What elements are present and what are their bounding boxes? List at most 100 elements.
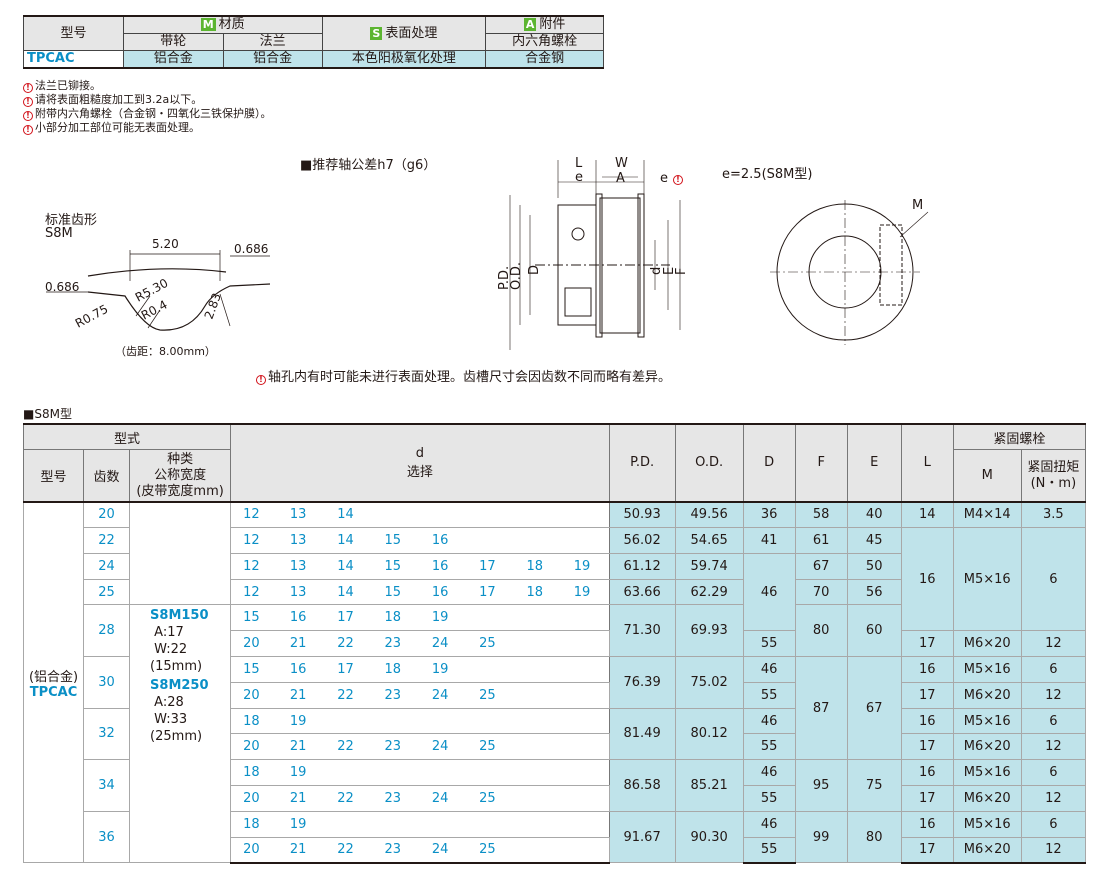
pd-cell: 50.93 — [608, 500, 676, 529]
D-cell: 55 — [742, 785, 796, 812]
tolerance-note: ■推荐轴公差h7（g6） — [300, 158, 437, 173]
pd-cell: 56.02 — [608, 527, 676, 554]
d-option: 23 — [372, 836, 420, 864]
pd-cell: 71.30 — [608, 604, 676, 658]
d-option: 19 — [277, 759, 326, 787]
M-cell: M6×20 — [952, 630, 1022, 658]
d-option: 25 — [467, 836, 515, 864]
dim-W: W — [615, 156, 628, 171]
d-option: 15 — [372, 527, 420, 554]
D-header: D — [742, 423, 796, 503]
d-option: 21 — [277, 681, 326, 709]
d-option: 19 — [277, 707, 326, 735]
E-cell: 50 — [846, 552, 902, 580]
d-option: 17 — [325, 604, 373, 632]
teeth-cell: 22 — [83, 527, 131, 554]
d-option: 14 — [325, 527, 373, 554]
d-option: 16 — [277, 656, 326, 683]
E-header: E — [846, 423, 902, 503]
F-cell: 87 — [794, 656, 848, 761]
L-cell: 17 — [900, 785, 954, 812]
d-option — [561, 810, 610, 838]
note-item: !附带内六角螺栓（合金钢・四氧化三铁保护膜）。 — [23, 107, 272, 121]
d-option — [514, 836, 562, 864]
d-option: 23 — [372, 733, 420, 761]
flange-header: 法兰 — [222, 33, 323, 51]
warning-icon: ! — [23, 125, 33, 135]
M-cell: M5×16 — [952, 810, 1022, 838]
note-item: !请将表面粗糙度加工到3.2a以下。 — [23, 93, 272, 107]
d-option — [561, 836, 610, 864]
torque-cell: 3.5 — [1020, 500, 1087, 529]
L-cell: 17 — [900, 836, 954, 864]
d-option — [372, 707, 420, 735]
d-option — [419, 759, 468, 787]
d-option — [561, 733, 610, 761]
F-header: F — [794, 423, 848, 503]
teeth-header: 齿数 — [83, 449, 131, 503]
L-cell: 16 — [900, 759, 954, 787]
dim-e2: e — [660, 171, 668, 186]
d-option — [467, 707, 515, 735]
D-cell: 41 — [742, 527, 796, 554]
teeth-cell: 36 — [83, 810, 131, 864]
torque-cell: 6 — [1020, 759, 1087, 787]
M-cell: M5×16 — [952, 527, 1022, 632]
d-option — [467, 527, 515, 554]
M-cell: M6×20 — [952, 836, 1022, 864]
warning-icon: ! — [256, 375, 266, 385]
d-option: 12 — [230, 527, 278, 554]
L-header: L — [900, 423, 954, 503]
D-cell: 36 — [742, 500, 796, 529]
d-option: 20 — [230, 836, 278, 864]
d-option: 24 — [419, 630, 468, 658]
M-cell: M5×16 — [952, 759, 1022, 787]
F-cell: 61 — [794, 527, 848, 554]
d-option: 20 — [230, 785, 278, 812]
d-option: 19 — [419, 604, 468, 632]
d-option: 22 — [325, 785, 373, 812]
kind-cell: S8M150 A:17 W:22(15mm)S8M250 A:28 W:33(2… — [129, 604, 232, 864]
warning-icon: ! — [673, 175, 683, 185]
teeth-cell: 20 — [83, 500, 131, 529]
note-item: !小部分加工部位可能无表面处理。 — [23, 121, 272, 135]
pd-cell: 61.12 — [608, 552, 676, 580]
d-option: 25 — [467, 733, 515, 761]
od-cell: 69.93 — [674, 604, 744, 658]
L-cell: 17 — [900, 630, 954, 658]
d-option: 14 — [325, 500, 373, 529]
wheel-cell: 铝合金 — [122, 50, 224, 69]
pd-cell: 81.49 — [608, 707, 676, 761]
pd-cell: 86.58 — [608, 759, 676, 812]
teeth-cell: 25 — [83, 578, 131, 606]
M-cell: M6×20 — [952, 681, 1022, 709]
tooth-profile-drawing: 5.20 0.686 0.686 R5.30 R0.4 R0.75 2.83 — [45, 237, 271, 331]
L-cell: 14 — [900, 500, 954, 529]
teeth-cell: 28 — [83, 604, 131, 658]
torque-cell: 6 — [1020, 656, 1087, 683]
left-dimension: 0.686 — [45, 280, 79, 294]
D-cell: 55 — [742, 836, 796, 864]
D-cell: 46 — [742, 759, 796, 787]
attachment-cell: 合金钢 — [485, 50, 604, 69]
pd-cell: 63.66 — [608, 578, 676, 606]
d-option: 21 — [277, 733, 326, 761]
dim-M: M — [912, 198, 923, 213]
od-cell: 75.02 — [674, 656, 744, 709]
d-option — [372, 759, 420, 787]
L-cell: 17 — [900, 681, 954, 709]
top-dimension: 0.686 — [234, 242, 268, 256]
d-option — [325, 707, 373, 735]
wheel-header: 带轮 — [122, 33, 224, 51]
d-option: 24 — [419, 681, 468, 709]
teeth-cell: 32 — [83, 707, 131, 761]
